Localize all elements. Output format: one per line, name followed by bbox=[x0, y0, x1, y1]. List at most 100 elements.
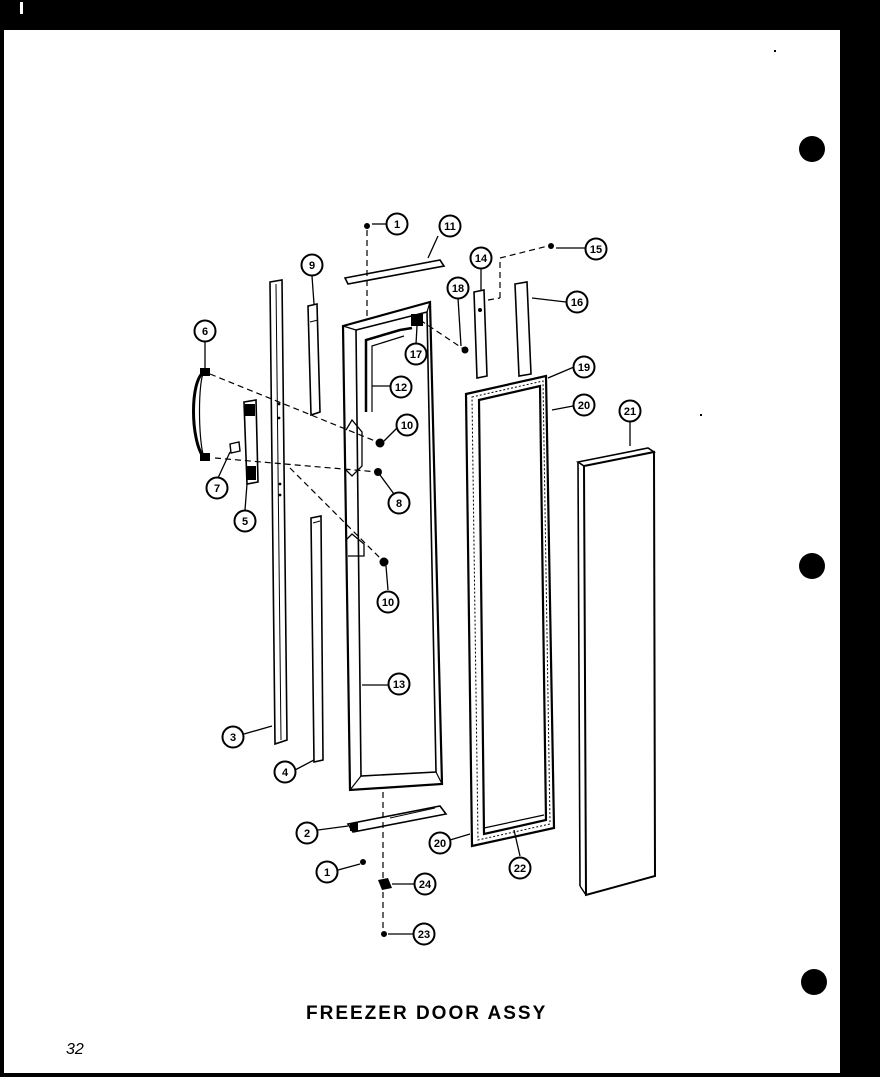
callout-12-bubble bbox=[389, 375, 413, 399]
callout-5-bubble bbox=[233, 509, 257, 533]
callout-15-label: 15 bbox=[590, 244, 602, 256]
callout-23-label: 23 bbox=[418, 929, 430, 941]
callout-10-a-bubble bbox=[395, 413, 419, 437]
part-1-screw-bottom bbox=[360, 859, 366, 865]
callout-1-top-label: 1 bbox=[394, 219, 400, 231]
callout-8: 8 bbox=[387, 491, 411, 515]
callout-5: 5 bbox=[233, 509, 257, 533]
callout-19-label: 19 bbox=[578, 362, 590, 374]
callout-22: 22 bbox=[508, 856, 532, 880]
callout-23: 23 bbox=[412, 922, 436, 946]
callout-15: 15 bbox=[584, 237, 608, 261]
callout-21-bubble bbox=[618, 399, 642, 423]
callout-14-label: 14 bbox=[475, 253, 488, 265]
binder-hole-middle bbox=[799, 553, 825, 579]
part-12-tube bbox=[364, 326, 413, 412]
callout-24-label: 24 bbox=[419, 879, 432, 891]
callout-20-top-bubble bbox=[572, 393, 596, 417]
callout-1-bottom-label: 1 bbox=[324, 867, 330, 879]
callout-9-bubble bbox=[300, 253, 324, 277]
callout-7-label: 7 bbox=[214, 483, 220, 495]
speck bbox=[774, 50, 776, 52]
callout-15-bubble bbox=[584, 237, 608, 261]
callout-17-label: 17 bbox=[410, 349, 422, 361]
callout-7: 7 bbox=[205, 476, 229, 500]
callout-14-bubble bbox=[469, 246, 493, 270]
callout-18: 18 bbox=[446, 276, 470, 300]
callout-8-label: 8 bbox=[396, 498, 402, 510]
callout-2: 2 bbox=[295, 821, 319, 845]
part-17-pin bbox=[411, 314, 423, 326]
callout-6-bubble bbox=[193, 319, 217, 343]
callout-1-bottom-bubble bbox=[315, 860, 339, 884]
callout-24-bubble bbox=[413, 872, 437, 896]
callout-18-label: 18 bbox=[452, 283, 464, 295]
callout-20-top: 20 bbox=[572, 393, 596, 417]
part-19-gasket bbox=[464, 374, 556, 848]
callout-16: 16 bbox=[565, 290, 589, 314]
callout-1-top: 1 bbox=[385, 212, 409, 236]
callout-4-bubble bbox=[273, 760, 297, 784]
callout-24: 24 bbox=[413, 872, 437, 896]
part-24-hinge bbox=[378, 878, 392, 890]
callout-1-top-bubble bbox=[385, 212, 409, 236]
callout-11: 11 bbox=[438, 214, 462, 238]
callout-12: 12 bbox=[389, 375, 413, 399]
part-15-screw bbox=[548, 243, 554, 249]
callout-13: 13 bbox=[387, 672, 411, 696]
alignment-lines bbox=[209, 230, 549, 934]
callout-11-bubble bbox=[438, 214, 462, 238]
callout-20-bottom-bubble bbox=[428, 831, 452, 855]
callout-10-a-label: 10 bbox=[401, 420, 413, 432]
callout-22-label: 22 bbox=[514, 863, 526, 875]
part-14-cover bbox=[473, 289, 488, 379]
callout-10-b-bubble bbox=[376, 590, 400, 614]
part-1-screw-top bbox=[364, 223, 370, 229]
callout-20-bottom-label: 20 bbox=[434, 838, 446, 850]
callout-10-b: 10 bbox=[376, 590, 400, 614]
callout-10-b-label: 10 bbox=[382, 597, 394, 609]
part-4-strip bbox=[310, 515, 324, 763]
callout-19: 19 bbox=[572, 355, 596, 379]
callout-5-label: 5 bbox=[242, 516, 248, 528]
callout-9-label: 9 bbox=[309, 260, 315, 272]
callout-6-label: 6 bbox=[202, 326, 208, 338]
callout-21-label: 21 bbox=[624, 406, 636, 418]
part-2-bottom-plate bbox=[346, 805, 448, 833]
binder-hole-top bbox=[799, 136, 825, 162]
callout-2-bubble bbox=[295, 821, 319, 845]
part-11-top-plate bbox=[343, 259, 446, 285]
part-7-clip bbox=[229, 441, 241, 454]
leader-lines bbox=[204, 223, 631, 935]
callout-16-bubble bbox=[565, 290, 589, 314]
callout-23-bubble bbox=[412, 922, 436, 946]
speck bbox=[700, 414, 702, 416]
callout-6: 6 bbox=[193, 319, 217, 343]
callout-10-a: 10 bbox=[395, 413, 419, 437]
callout-13-bubble bbox=[387, 672, 411, 696]
callout-3-bubble bbox=[221, 725, 245, 749]
page-title: FREEZER DOOR ASSY bbox=[306, 1003, 548, 1024]
callout-19-bubble bbox=[572, 355, 596, 379]
callout-14: 14 bbox=[469, 246, 493, 270]
callout-11-label: 11 bbox=[444, 221, 456, 233]
callout-3: 3 bbox=[221, 725, 245, 749]
callout-22-bubble bbox=[508, 856, 532, 880]
hardware bbox=[360, 223, 554, 937]
callout-4: 4 bbox=[273, 760, 297, 784]
callout-2-label: 2 bbox=[304, 828, 310, 840]
callout-8-bubble bbox=[387, 491, 411, 515]
scan-mark bbox=[20, 2, 23, 14]
callout-3-label: 3 bbox=[230, 732, 236, 744]
callout-20-top-label: 20 bbox=[578, 400, 590, 412]
part-6-handle bbox=[192, 368, 210, 461]
callout-16-label: 16 bbox=[571, 297, 583, 309]
part-3-trim-strip bbox=[269, 279, 288, 746]
callout-1-bottom: 1 bbox=[315, 860, 339, 884]
callout-20-bottom: 20 bbox=[428, 831, 452, 855]
callout-17: 17 bbox=[404, 342, 428, 366]
binder-hole-bottom bbox=[801, 969, 827, 995]
callout-21: 21 bbox=[618, 399, 642, 423]
callout-12-label: 12 bbox=[395, 382, 407, 394]
